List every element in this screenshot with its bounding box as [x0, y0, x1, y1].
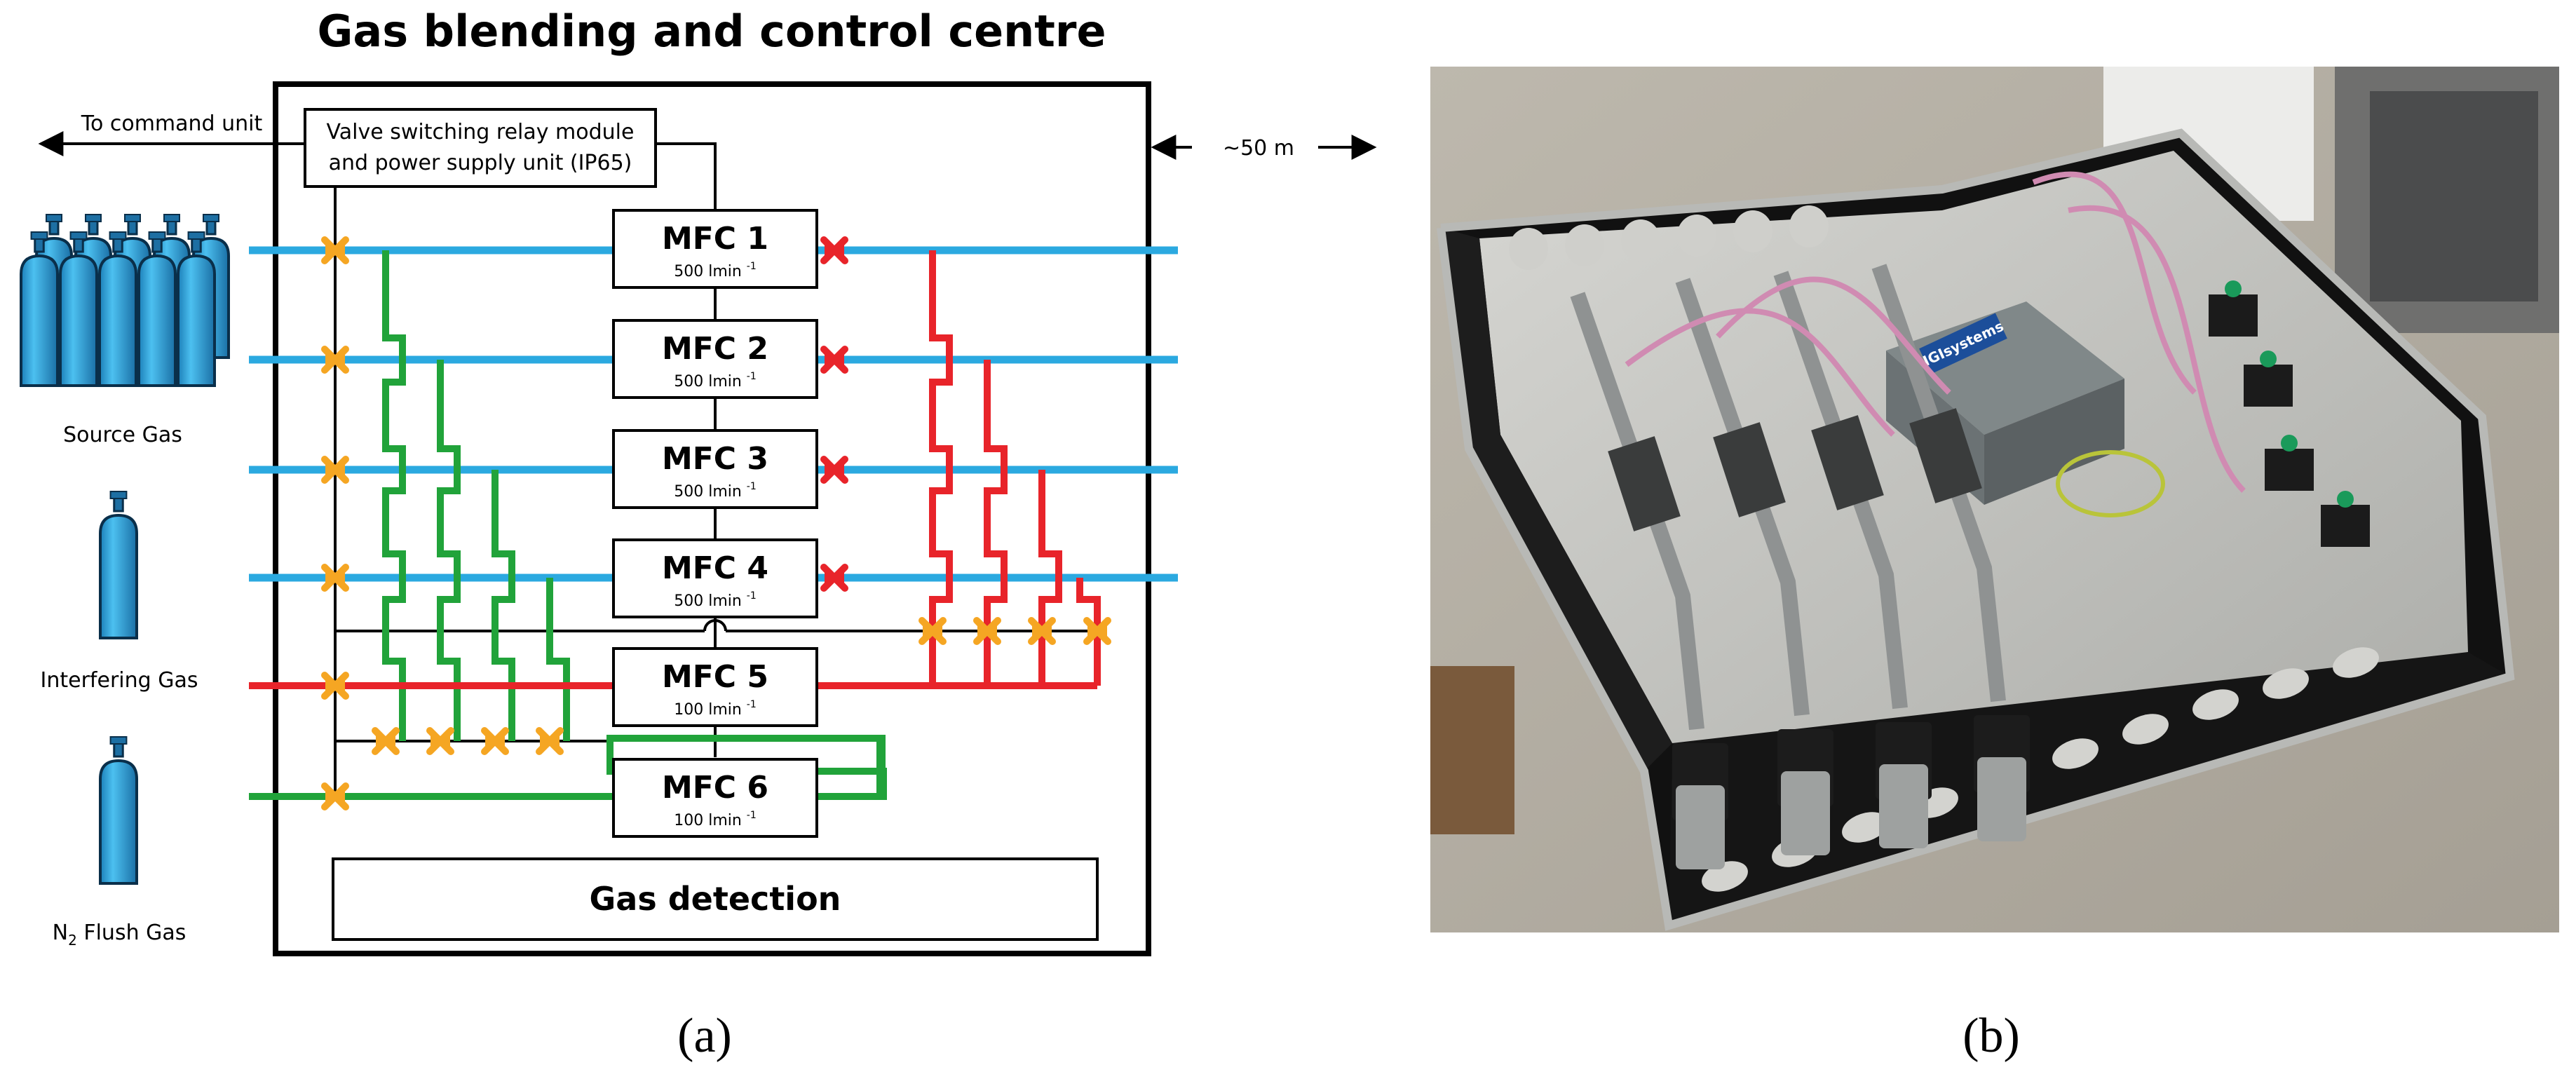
gas-cylinder — [137, 231, 177, 387]
interfering-valve — [1083, 617, 1111, 645]
gas-detection-label: Gas detection — [590, 880, 841, 918]
photo-cable — [2032, 171, 2197, 395]
flush-valve — [481, 727, 509, 755]
photo-pipe-run — [1773, 271, 1932, 848]
red-valves — [820, 236, 848, 592]
photo-cable — [2068, 205, 2246, 493]
mfc-name: MFC 6 — [662, 770, 768, 806]
photo-cabinet-glass — [2370, 91, 2538, 301]
interfering-gas-cylinder — [99, 491, 138, 639]
gas-cylinder — [99, 491, 138, 639]
diagram-title: Gas blending and control centre — [317, 6, 1106, 57]
mfc-3: MFC 3 500 lmin -1 — [612, 429, 818, 509]
case-left-wall — [1441, 228, 1672, 771]
mfc-box — [612, 209, 818, 289]
photo-valve — [2244, 365, 2293, 407]
enclosure-box — [273, 81, 1151, 956]
flush-gas-cylinder — [99, 736, 138, 885]
photo-valve-fitting — [2281, 435, 2298, 452]
outlet-valve — [820, 456, 848, 484]
photo-valve — [2209, 294, 2258, 337]
panel-a-schematic: Gas blending and control centre Valve sw… — [20, 6, 1377, 1063]
mfc-rate: 500 lmin -1 — [674, 481, 757, 501]
relay-module-label-line2: and power supply unit (IP65) — [329, 151, 632, 175]
mfc-boxes: MFC 1 500 lmin -1 MFC 2 500 lmin -1 MFC 3 500… — [612, 209, 818, 838]
photo-valve-fitting — [2225, 280, 2242, 297]
case-edge — [1437, 128, 2515, 931]
distance-label: ~50 m — [1223, 136, 1294, 161]
panel-b-photo: IGIsystems (b) — [1430, 67, 2559, 1063]
gas-cylinder — [99, 736, 138, 885]
mfc-rate: 500 lmin -1 — [674, 261, 757, 280]
interfering-valve — [973, 617, 1001, 645]
photo-valve — [2265, 449, 2314, 491]
photo-pipework — [1570, 171, 2370, 869]
mfc-box — [612, 319, 818, 399]
mfc-rate: 100 lmin -1 — [674, 810, 757, 829]
source-gas-cylinders — [20, 214, 230, 387]
mfc-rate: 500 lmin -1 — [674, 590, 757, 610]
gas-cylinder — [98, 231, 137, 387]
gas-cylinder — [59, 231, 98, 387]
photo-cable — [1716, 276, 1951, 395]
flush-gas-label: N2 Flush Gas — [53, 921, 187, 949]
gas-cylinder — [20, 231, 59, 387]
photo-valve-fitting — [2337, 491, 2354, 508]
photo-valve — [2321, 505, 2370, 547]
relay-module-label-line1: Valve switching relay module — [327, 120, 635, 144]
outlet-valve — [820, 236, 848, 264]
mfc-box — [612, 758, 818, 838]
to-command-unit-label: To command unit — [81, 111, 263, 136]
mfc-box — [612, 429, 818, 509]
flush-return-line — [606, 735, 886, 800]
mfc-name: MFC 4 — [662, 550, 768, 586]
caption-b: (b) — [1962, 1009, 2020, 1063]
inlet-valve — [321, 782, 349, 810]
photo-pipe-run — [1675, 278, 1833, 855]
caption-a: (a) — [677, 1009, 732, 1063]
flush-valve — [536, 727, 564, 755]
mfc-2: MFC 2 500 lmin -1 — [612, 319, 818, 399]
mfc-name: MFC 1 — [662, 221, 768, 257]
case-front-wall — [1669, 652, 2510, 925]
inlet-valve — [321, 346, 349, 374]
photo-cable — [1625, 308, 1895, 437]
interfering-gas-label: Interfering Gas — [41, 668, 198, 693]
inlet-valve — [321, 672, 349, 700]
gas-detection-box — [332, 857, 1099, 941]
mfc-1: MFC 1 500 lmin -1 — [612, 209, 818, 289]
mfc-name: MFC 3 — [662, 441, 768, 477]
interfering-valve — [918, 617, 947, 645]
flush-valve — [372, 727, 400, 755]
inlet-valve — [321, 564, 349, 592]
outlet-valve — [820, 564, 848, 592]
relay-module-box — [304, 108, 657, 188]
mfc-4: MFC 4 500 lmin -1 — [612, 538, 818, 618]
mfc-rate: 500 lmin -1 — [674, 371, 757, 391]
control-box-front — [1984, 379, 2124, 505]
photo-wood-block — [1430, 666, 1514, 834]
flush-valve — [426, 727, 454, 755]
interfering-valve — [1028, 617, 1056, 645]
mfc-6: MFC 6 100 lmin -1 — [612, 758, 818, 838]
gas-cylinder — [177, 231, 216, 387]
source-gas-label: Source Gas — [63, 423, 182, 447]
orange-valves — [321, 236, 1111, 810]
mfc-name: MFC 5 — [662, 659, 768, 695]
mfc-name: MFC 2 — [662, 331, 768, 367]
photo-pipe-run — [1570, 292, 1728, 869]
mfc-rate: 100 lmin -1 — [674, 699, 757, 719]
control-box — [1886, 301, 2124, 435]
control-box-label-bg — [1919, 313, 2007, 374]
photo-valve-fitting — [2260, 351, 2277, 367]
photo-earth-cable — [2056, 450, 2165, 517]
inlet-valve — [321, 456, 349, 484]
mfc-box — [612, 538, 818, 618]
inlet-valve — [321, 236, 349, 264]
outlet-valve — [820, 346, 848, 374]
mfc-5: MFC 5 100 lmin -1 — [612, 647, 818, 727]
mfc-box — [612, 647, 818, 727]
